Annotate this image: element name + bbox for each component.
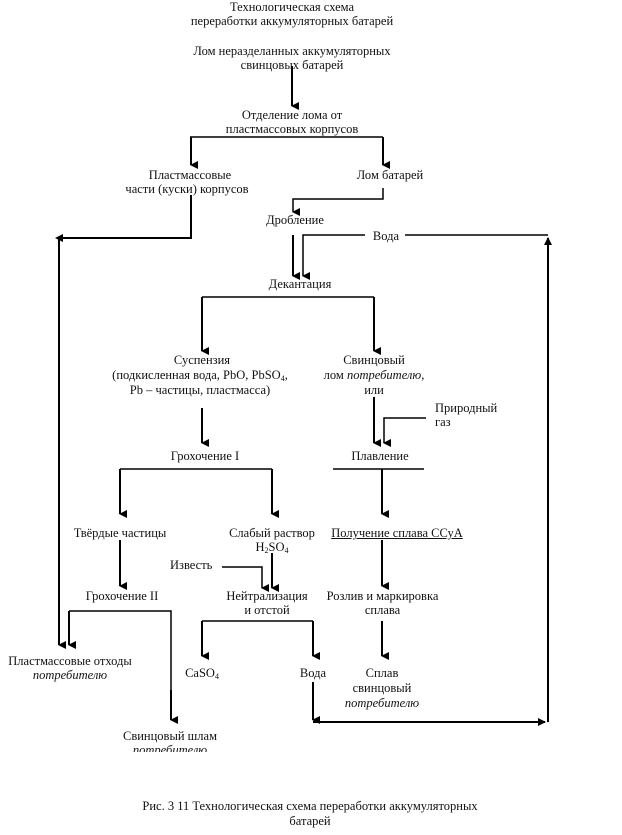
arrow-plastic-parts-to-waste-line xyxy=(55,195,192,242)
node-weak-solution-line1: Слабый раствор xyxy=(229,526,315,540)
node-suspension-line3: Pb – частицы, пластмасса) xyxy=(129,383,271,397)
node-battery-scrap: Лом батарей xyxy=(356,168,424,182)
arrow-water-to-decantation xyxy=(302,234,365,280)
subscript: 2 xyxy=(264,546,269,555)
node-melting: Плавление xyxy=(351,449,409,463)
formula-so: SO xyxy=(268,540,285,554)
node-suspension-line2: (подкисленная вода, PbO, PbSO4, xyxy=(100,368,300,383)
diagram-title-line2: переработки аккумуляторных батарей xyxy=(190,14,394,28)
arrow-battery-scrap-to-crushing xyxy=(292,188,384,216)
node-crushing: Дробление xyxy=(266,213,324,227)
arrow-lime-to-neutralization xyxy=(222,566,269,592)
subscript: 4 xyxy=(214,672,219,681)
subscript: 4 xyxy=(284,546,289,555)
node-water-out: Вода xyxy=(299,666,327,680)
node-lead-scrap-line1: Свинцовый xyxy=(343,353,405,367)
node-separation-line2: пластмассовых корпусов xyxy=(225,122,359,136)
node-lead-sludge-line1: Свинцовый шлам xyxy=(123,729,217,743)
diagram-title-line1: Технологическая схема xyxy=(229,0,355,14)
node-scrap-input-line2: свинцовых батарей xyxy=(240,58,344,72)
node-lead-scrap-line3: или xyxy=(364,383,384,397)
figure-caption-line1: Рис. 3 11 Технологическая схема перерабо… xyxy=(142,799,478,813)
node-decantation: Декантация xyxy=(268,277,332,291)
node-plastic-waste-line1: Пластмассовые отходы xyxy=(8,654,132,668)
node-caso4: CaSO4 xyxy=(180,666,224,681)
node-plastic-waste-line2: потребителю xyxy=(32,668,108,682)
node-lead-alloy-line1: Сплав xyxy=(365,666,399,680)
node-screening-1: Грохочение I xyxy=(170,449,240,463)
node-suspension-line1: Суспензия xyxy=(173,353,231,367)
node-water-in: Вода xyxy=(372,229,400,243)
node-neutralization-line1: Нейтрализация xyxy=(226,589,308,603)
node-scrap-input-line1: Лом неразделанных аккумуляторных xyxy=(193,44,391,58)
lead-scrap-text: лом xyxy=(323,368,347,382)
node-lead-alloy-line2: свинцовый xyxy=(352,681,412,695)
node-lead-sludge-line2: потребителю xyxy=(132,743,208,752)
formula-caso: CaSO xyxy=(185,666,215,680)
node-lime: Известь xyxy=(170,558,213,572)
node-neutralization-line2: и отстой xyxy=(244,603,290,617)
node-plastic-parts-line1: Пластмассовые xyxy=(148,168,232,182)
suspension-text: (подкисленная вода, PbO, PbSO xyxy=(112,368,281,382)
node-screening-2: Грохочение II xyxy=(85,589,159,603)
node-alloy-production: Получение сплава ССуА xyxy=(331,526,463,540)
node-plastic-parts-line2: части (куски) корпусов xyxy=(125,182,249,196)
formula-h: H xyxy=(255,540,265,554)
screening2-split-line xyxy=(69,610,172,718)
lead-scrap-comma: , xyxy=(421,368,425,382)
node-weak-solution-line2: H2SO4 xyxy=(232,540,312,555)
node-separation-line1: Отделение лома от xyxy=(241,108,343,122)
node-natural-gas-line1: Природный xyxy=(435,401,498,415)
node-natural-gas-line2: газ xyxy=(435,415,451,429)
node-lead-alloy-line3: потребителю xyxy=(344,696,420,710)
suspension-comma: , xyxy=(284,368,288,382)
subscript: 4 xyxy=(280,374,285,383)
node-lead-scrap-line2: лом потребителю, xyxy=(314,368,434,382)
node-casting-line1: Розлив и маркировка xyxy=(326,589,439,603)
node-solid-particles: Твёрдые частицы xyxy=(73,526,167,540)
node-casting-line2: сплава xyxy=(364,603,401,617)
figure-caption-line2: батарей xyxy=(289,814,331,828)
lead-scrap-consumer: потребителю xyxy=(346,368,422,382)
arrow-gas-to-melting xyxy=(383,417,426,447)
